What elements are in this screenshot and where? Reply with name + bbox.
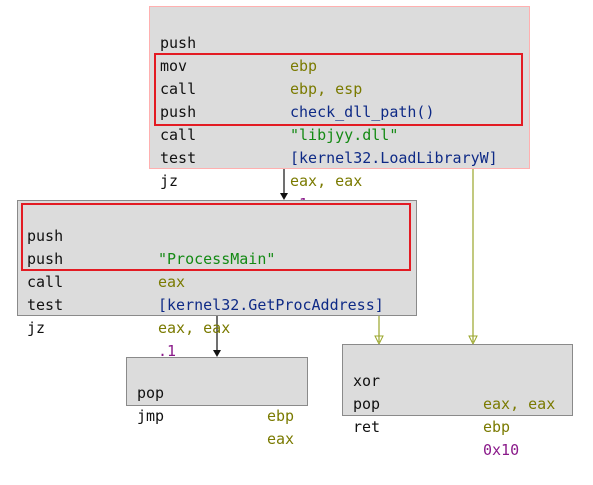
operand: eax (158, 273, 186, 291)
instruction-line[interactable]: pop ebp (127, 359, 307, 425)
label-operand: .1 (158, 342, 177, 360)
instruction-line[interactable]: mov ebp, esp (150, 32, 529, 98)
instruction-line[interactable]: push eax (18, 225, 416, 291)
instruction-line[interactable]: call [kernel32.LoadLibraryW] (150, 101, 529, 167)
instruction-line[interactable]: jz .1 (150, 147, 529, 213)
basic-block-middle[interactable]: push "ProcessMain" push eax call [kernel… (17, 200, 417, 360)
string-operand: "libjyy.dll" (290, 126, 399, 144)
basic-block-bottom-right[interactable]: xor eax, eax pop ebp ret 0x10 (342, 344, 573, 459)
edge-middle-to-bottom-left-arrow (213, 350, 221, 357)
mnemonic: call (160, 80, 197, 98)
mnemonic: push (160, 34, 197, 52)
edge-top-to-bottom-right-arrow (468, 335, 478, 346)
operand: eax, eax (290, 172, 363, 190)
mnemonic: jmp (137, 407, 165, 425)
operand: eax, eax (483, 395, 556, 413)
instruction-line[interactable]: call [kernel32.GetProcAddress] (18, 248, 416, 314)
operand: ebp, esp (290, 80, 363, 98)
mnemonic: call (160, 126, 197, 144)
function-operand: [kernel32.LoadLibraryW] (290, 149, 498, 167)
function-operand: [kernel32.GetProcAddress] (158, 296, 384, 314)
function-operand: check_dll_path() (290, 103, 435, 121)
instruction-line[interactable]: test eax, eax (18, 271, 416, 337)
instruction-line[interactable]: pop ebp (343, 370, 572, 436)
basic-block-top[interactable]: push ebp mov ebp, esp call check_dll_pat… (149, 6, 530, 213)
mnemonic: mov (160, 57, 188, 75)
mnemonic: ret (353, 418, 381, 436)
operand: eax, eax (158, 319, 231, 337)
edge-top-to-middle-arrow (280, 193, 288, 200)
instruction-line[interactable]: push "libjyy.dll" (150, 78, 529, 144)
mnemonic: push (27, 227, 64, 245)
string-operand: "ProcessMain" (158, 250, 276, 268)
instruction-line[interactable]: push "ProcessMain" (18, 202, 416, 268)
instruction-line[interactable]: xor eax, eax (343, 347, 572, 413)
mnemonic: pop (137, 384, 165, 402)
mnemonic: push (27, 250, 64, 268)
mnemonic: jz (27, 319, 46, 337)
number-operand: 0x10 (483, 441, 520, 459)
mnemonic: push (160, 103, 197, 121)
operand: ebp (267, 407, 295, 425)
mnemonic: test (160, 149, 197, 167)
instruction-line[interactable]: push ebp (150, 9, 529, 75)
mnemonic: jz (160, 172, 179, 190)
instruction-line[interactable]: test eax, eax (150, 124, 529, 190)
instruction-line[interactable]: call check_dll_path() (150, 55, 529, 121)
mnemonic: call (27, 273, 64, 291)
basic-block-bottom-left[interactable]: pop ebp jmp eax (126, 357, 308, 448)
operand: ebp (290, 57, 318, 75)
control-flow-edges (213, 169, 478, 357)
mnemonic: xor (353, 372, 381, 390)
instruction-line[interactable]: ret 0x10 (343, 393, 572, 459)
instruction-line[interactable]: jz .1 (18, 294, 416, 360)
mnemonic: pop (353, 395, 381, 413)
operand: ebp (483, 418, 511, 436)
edge-middle-to-bottom-right-arrow (374, 335, 384, 346)
instruction-line[interactable]: jmp eax (127, 382, 307, 448)
mnemonic: test (27, 296, 64, 314)
operand: eax (267, 430, 295, 448)
